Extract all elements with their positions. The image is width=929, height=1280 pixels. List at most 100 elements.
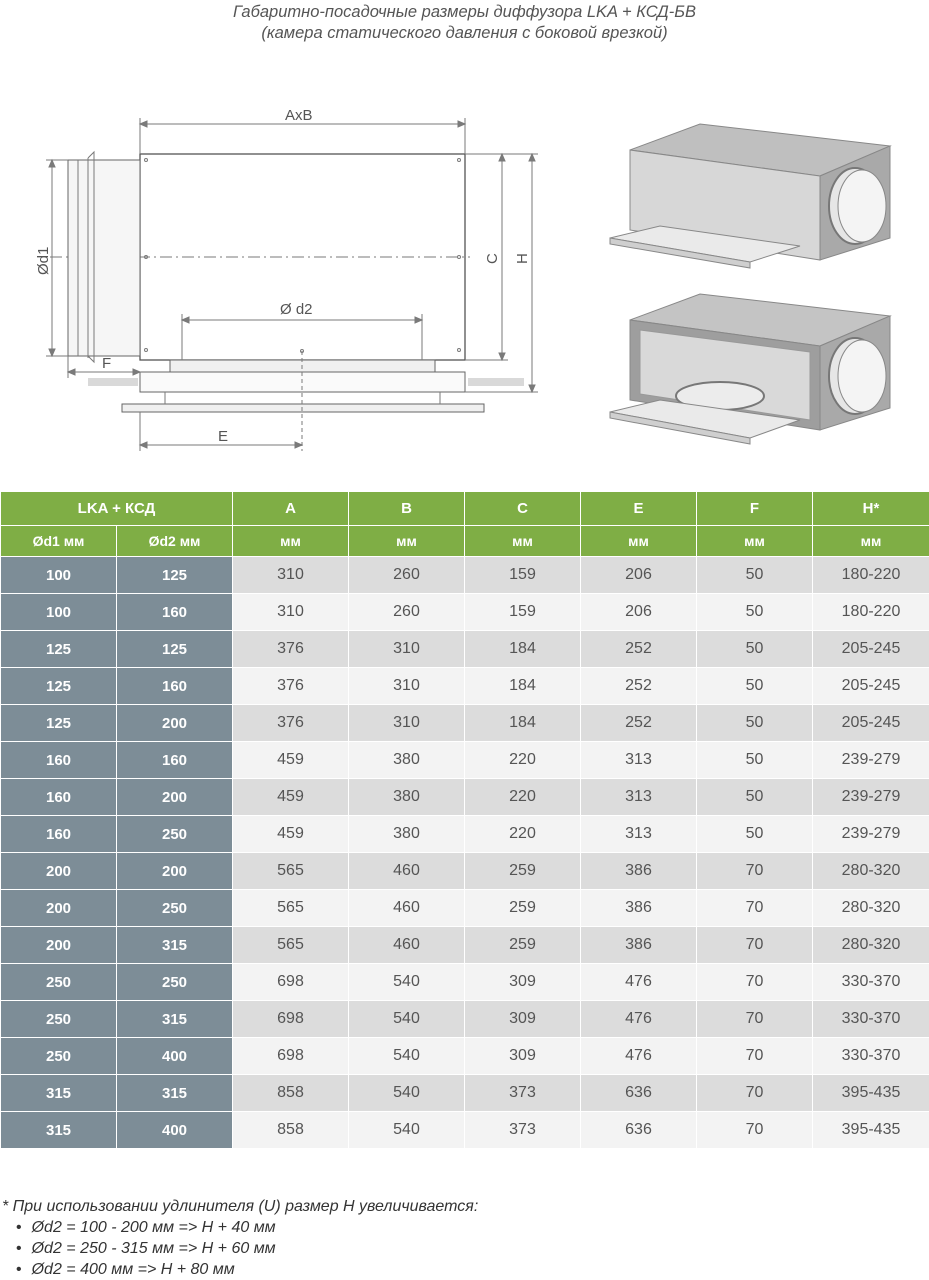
cell-b: 540: [348, 1074, 465, 1112]
cell-f: 70: [696, 1037, 813, 1075]
cell-a: 565: [232, 852, 349, 890]
footnote: * При использовании удлинителя (U) разме…: [2, 1196, 922, 1280]
cell-e: 636: [580, 1074, 697, 1112]
cell-a: 310: [232, 593, 349, 631]
cell-b: 460: [348, 852, 465, 890]
cell-d2: 125: [116, 630, 233, 668]
footnote-item: Ød2 = 400 мм => H + 80 мм: [16, 1259, 922, 1280]
cell-c: 373: [464, 1111, 581, 1149]
cell-a: 698: [232, 1000, 349, 1038]
cell-f: 70: [696, 1111, 813, 1149]
cell-h: 280-320: [812, 889, 929, 927]
cell-e: 252: [580, 704, 697, 742]
cell-c: 220: [464, 778, 581, 816]
cell-d1: 160: [0, 741, 117, 779]
dimension-drawing: AxB Ød1 Ø d2 C H F E: [35, 107, 538, 451]
cell-e: 313: [580, 778, 697, 816]
cell-d1: 250: [0, 1037, 117, 1075]
cell-c: 259: [464, 852, 581, 890]
title-line-1: Габаритно-посадочные размеры диффузора L…: [232, 3, 697, 21]
cell-d2: 200: [116, 778, 233, 816]
cell-d2: 250: [116, 889, 233, 927]
cell-f: 50: [696, 815, 813, 853]
cell-e: 252: [580, 667, 697, 705]
cell-e: 386: [580, 926, 697, 964]
cell-d2: 315: [116, 1000, 233, 1038]
cell-f: 70: [696, 926, 813, 964]
cell-f: 70: [696, 1074, 813, 1112]
table-units-row: Ød1 мм Ød2 мм мм мм мм мм мм мм: [0, 525, 929, 557]
cell-h: 280-320: [812, 926, 929, 964]
dimensions-table: LKA + КСД A B C E F H* Ød1 мм Ød2 мм мм …: [0, 491, 929, 1149]
cell-h: 205-245: [812, 667, 929, 705]
cell-e: 206: [580, 556, 697, 594]
cell-b: 380: [348, 815, 465, 853]
cell-f: 50: [696, 778, 813, 816]
footnote-list: Ød2 = 100 - 200 мм => H + 40 мм Ød2 = 25…: [2, 1217, 922, 1280]
cell-h: 205-245: [812, 704, 929, 742]
cell-a: 376: [232, 667, 349, 705]
label-h: H: [514, 253, 531, 264]
cell-e: 636: [580, 1111, 697, 1149]
cell-e: 476: [580, 963, 697, 1001]
cell-e: 476: [580, 1000, 697, 1038]
cell-e: 386: [580, 852, 697, 890]
cell-f: 50: [696, 704, 813, 742]
label-e: E: [218, 428, 228, 445]
cell-b: 540: [348, 1111, 465, 1149]
cell-c: 309: [464, 1037, 581, 1075]
col-header-d2: Ød2 мм: [116, 525, 233, 557]
cell-f: 70: [696, 889, 813, 927]
col-header-b: B: [348, 491, 465, 526]
footnote-item: Ød2 = 250 - 315 мм => H + 60 мм: [16, 1238, 922, 1259]
cell-d2: 315: [116, 926, 233, 964]
cell-b: 310: [348, 667, 465, 705]
cell-a: 698: [232, 963, 349, 1001]
cell-f: 50: [696, 741, 813, 779]
cell-d2: 250: [116, 815, 233, 853]
cell-d1: 250: [0, 1000, 117, 1038]
cell-h: 395-435: [812, 1074, 929, 1112]
cell-b: 260: [348, 556, 465, 594]
cell-h: 239-279: [812, 778, 929, 816]
cell-e: 313: [580, 741, 697, 779]
cell-c: 184: [464, 630, 581, 668]
cell-b: 260: [348, 593, 465, 631]
cell-d1: 160: [0, 815, 117, 853]
col-header-a: A: [232, 491, 349, 526]
cell-a: 459: [232, 741, 349, 779]
cell-h: 330-370: [812, 963, 929, 1001]
cell-d2: 400: [116, 1111, 233, 1149]
unit-f: мм: [696, 525, 813, 557]
cell-d2: 160: [116, 667, 233, 705]
cell-d1: 200: [0, 852, 117, 890]
cell-d1: 200: [0, 926, 117, 964]
cell-d1: 125: [0, 667, 117, 705]
cell-h: 180-220: [812, 556, 929, 594]
cell-f: 50: [696, 556, 813, 594]
cell-d2: 250: [116, 963, 233, 1001]
cell-h: 205-245: [812, 630, 929, 668]
cell-d1: 160: [0, 778, 117, 816]
cell-f: 50: [696, 630, 813, 668]
cell-d1: 125: [0, 630, 117, 668]
label-d2: Ø d2: [280, 301, 313, 318]
unit-c: мм: [464, 525, 581, 557]
cell-d2: 200: [116, 704, 233, 742]
cell-c: 259: [464, 926, 581, 964]
cell-b: 540: [348, 1000, 465, 1038]
product-render-open: [609, 293, 892, 445]
cell-d2: 400: [116, 1037, 233, 1075]
unit-b: мм: [348, 525, 465, 557]
cell-c: 220: [464, 741, 581, 779]
cell-d1: 315: [0, 1074, 117, 1112]
